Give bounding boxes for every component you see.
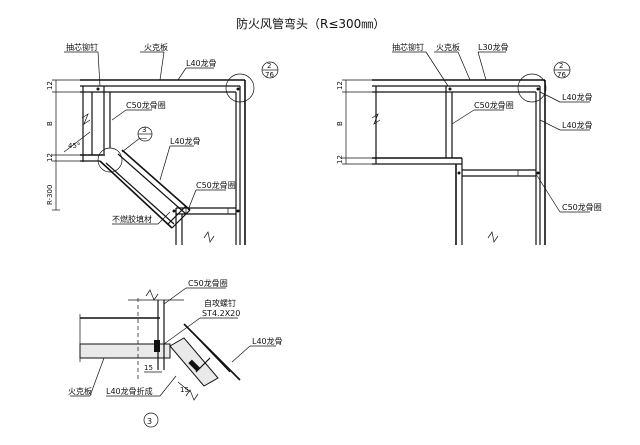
right-l40-a-label: L40龙骨 [562,92,593,102]
left-view-labels: 抽芯铆钉 火克板 L40龙骨 C50龙骨圈 L40龙骨 C50龙骨圈 不燃胶填材… [46,42,274,224]
left-callout-2-sub: 76 [265,71,274,79]
right-dim-b: B [336,121,344,126]
detail-dim-15a: 15 [144,364,153,372]
left-l40-b-label: L40龙骨 [170,136,201,146]
detail-dim-15b: 15 [180,386,189,394]
right-dim-12b: 12 [336,155,344,164]
right-fireboard-label: 火克板 [436,42,460,52]
left-callout-2-num: 2 [267,62,271,70]
right-c50-b-label: C50龙骨圈 [562,202,602,212]
right-rivet-label: 抽芯铆钉 [392,42,424,52]
detail-l40-fold-label: L40龙骨折成 [106,386,153,396]
left-elbow-view [52,51,279,245]
right-dim-12a: 12 [336,81,344,90]
right-callout-2-num: 2 [559,62,563,70]
detail-fireboard-label: 火克板 [68,386,92,396]
right-c50-a-label: C50龙骨圈 [474,100,514,110]
detail-l40-label: L40龙骨 [252,336,283,346]
right-elbow-view [342,51,590,245]
left-callout-3-sub: — [140,134,147,142]
right-l40-b-label: L40龙骨 [562,120,593,130]
right-view-labels: 抽芯铆钉 火克板 L30龙骨 C50龙骨圈 L40龙骨 L40龙骨 C50龙骨圈… [336,42,602,212]
left-sealant-label: 不燃胶填材 [112,214,152,224]
left-dim-12a: 12 [46,81,54,90]
left-fireboard-label: 火克板 [144,42,168,52]
detail-view [70,287,276,428]
left-l40-top-label: L40龙骨 [186,58,217,68]
detail-screw-spec-label: ST4.2X20 [202,309,240,318]
left-dim-12b: 12 [46,153,54,162]
detail-screw-label: 自攻螺钉 [204,298,236,308]
detail-c50-label: C50龙骨圈 [188,278,228,288]
right-callout-2-sub: 76 [557,71,566,79]
detail-view-labels: C50龙骨圈 自攻螺钉 ST4.2X20 L40龙骨 火克板 L40龙骨折成 1… [68,278,283,426]
left-dim-45: 45° [68,142,80,150]
drawing-title: 防火风管弯头（R≤300㎜） [236,16,385,31]
left-callout-3-num: 3 [142,126,146,134]
left-c50-b-label: C50龙骨圈 [196,180,236,190]
left-rivet-label: 抽芯铆钉 [66,42,98,52]
left-dim-r: R-300 [46,185,54,205]
left-dim-b: B [46,121,54,126]
left-c50-a-label: C50龙骨圈 [126,100,166,110]
right-l30-label: L30龙骨 [478,42,509,52]
detail-number: 3 [147,417,152,426]
